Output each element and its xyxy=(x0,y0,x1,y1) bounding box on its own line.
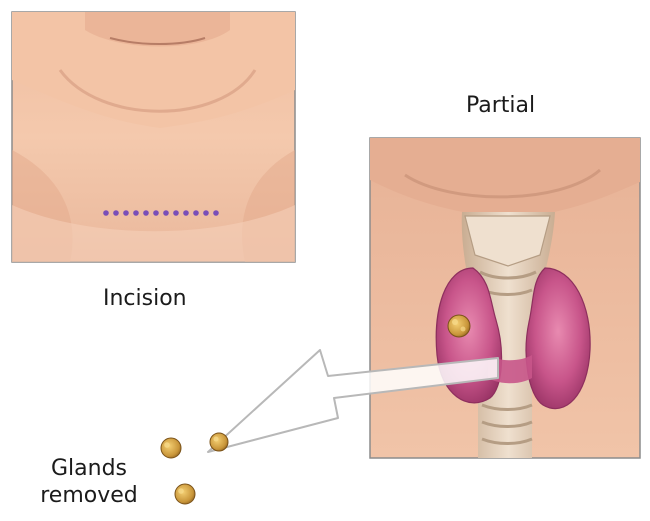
removed-gland-1-icon xyxy=(161,438,181,458)
removed-gland-2-icon xyxy=(210,433,228,451)
incision-panel xyxy=(12,12,295,262)
parathyroid-gland-icon xyxy=(448,315,470,337)
partial-thyroid-panel xyxy=(370,138,640,458)
glands-removed-label: Glands removed xyxy=(24,455,154,509)
partial-label: Partial xyxy=(466,92,535,119)
incision-label: Incision xyxy=(103,285,187,312)
removed-gland-3-icon xyxy=(175,484,195,504)
